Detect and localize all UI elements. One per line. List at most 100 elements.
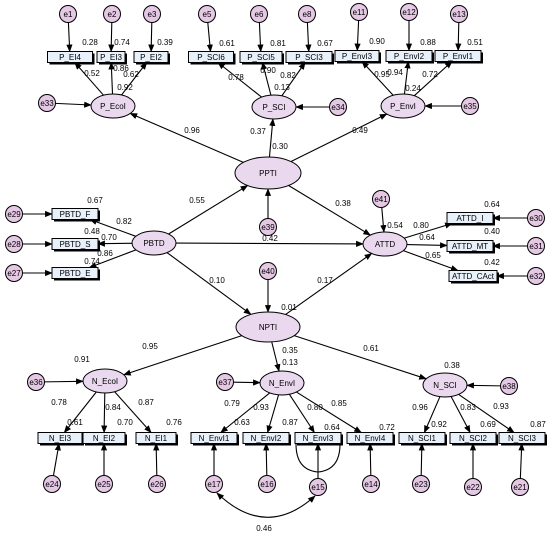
error-e2: e2 xyxy=(103,5,121,23)
path-coefficient: 0.13 xyxy=(274,83,290,92)
error-label: e40 xyxy=(261,267,275,276)
error-e31: e31 xyxy=(527,237,545,255)
path-coefficient: 0.42 xyxy=(484,258,500,267)
latent-ellipse xyxy=(362,231,408,257)
latent-label: PBTD xyxy=(143,239,165,248)
observed-pbtd-s: PBTD_S xyxy=(51,238,100,252)
observed-label: N_EI3 xyxy=(49,434,72,443)
latent-label: N_EcoI xyxy=(92,377,118,386)
path-e5-to-p_sci6 xyxy=(206,22,213,53)
path-attd-to-attd_mt xyxy=(406,242,448,249)
path-e26-to-n_ei1 xyxy=(153,442,160,476)
path-coefficient: 0.64 xyxy=(484,200,500,209)
observed-label: N_EI2 xyxy=(93,434,116,443)
observed-box xyxy=(449,432,497,444)
path-coefficient: 0.42 xyxy=(262,234,278,243)
observed-p-sci3: P_SCI3 xyxy=(285,51,334,65)
error-circle xyxy=(216,373,234,391)
path-p_sci-to-p_sci5 xyxy=(261,61,272,96)
error-circle xyxy=(372,190,390,208)
error-circle xyxy=(400,3,418,21)
latent-npti: NPTI xyxy=(235,311,301,343)
path-n_envi-to-n_envi2 xyxy=(266,394,280,434)
observed-box xyxy=(37,432,83,444)
path-coefficient: 0.86 xyxy=(97,249,113,258)
observed-attd-mt: ATTD_MT xyxy=(446,240,495,254)
error-circle xyxy=(38,94,56,112)
observed-box xyxy=(51,267,99,279)
latent-label: P_SCI xyxy=(262,103,285,112)
path-n_envi-to-n_envi3 xyxy=(288,394,315,434)
path-coefficient: 0.61 xyxy=(219,39,235,48)
path-attd-to-attd_cact xyxy=(403,250,459,272)
observed-n-envi1: N_EnvI1 xyxy=(190,432,239,446)
path-coefficient: 0.83 xyxy=(460,403,476,412)
observed-box xyxy=(190,432,238,444)
error-label: e29 xyxy=(7,210,21,219)
observed-label: PBTD_F xyxy=(60,210,91,219)
path-e8-to-p_sci3 xyxy=(305,22,312,53)
error-e24: e24 xyxy=(43,475,61,493)
error-label: e14 xyxy=(364,480,378,489)
path-coefficient: 0.72 xyxy=(422,70,438,79)
path-coefficient: 0.87 xyxy=(138,398,154,407)
path-coefficient: 0.84 xyxy=(105,403,121,412)
path-coefficient: 0.40 xyxy=(484,227,500,236)
error-circle xyxy=(198,5,216,23)
error-circle xyxy=(362,475,380,493)
path-e33-to-p_ecoi xyxy=(55,101,92,108)
error-label: e28 xyxy=(7,240,21,249)
observed-n-ei2: N_EI2 xyxy=(82,432,127,446)
path-coefficient: 0.38 xyxy=(444,361,460,370)
observed-attd-i: ATTD_I xyxy=(446,212,495,226)
observed-box xyxy=(434,50,482,62)
observed-label: N_EI1 xyxy=(145,434,168,443)
observed-n-envi4: N_EnvI4 xyxy=(346,432,395,446)
path-coefficient: 0.95 xyxy=(142,342,158,351)
observed-box xyxy=(96,51,126,63)
latent-ellipse xyxy=(259,370,305,396)
path-e41-to-attd xyxy=(380,207,387,233)
error-circle xyxy=(527,209,545,227)
path-coefficient: 0.88 xyxy=(420,38,436,47)
error-e5: e5 xyxy=(198,5,216,23)
path-npti-to-attd xyxy=(285,253,373,315)
observed-label: P_SCI5 xyxy=(247,53,275,62)
observed-box xyxy=(51,238,99,250)
error-label: e5 xyxy=(203,10,212,19)
error-circle xyxy=(527,267,545,285)
error-circle xyxy=(95,475,113,493)
error-label: e32 xyxy=(529,272,543,281)
observed-box xyxy=(385,50,433,62)
error-label: e15 xyxy=(311,483,325,492)
path-coefficient: 0.67 xyxy=(317,39,333,48)
observed-label: N_SCI1 xyxy=(408,434,437,443)
observed-attd-cact: ATTD_CAct xyxy=(448,270,499,284)
observed-label: N_SCI3 xyxy=(508,434,537,443)
observed-n-sci1: N_SCI1 xyxy=(398,432,447,446)
observed-box xyxy=(82,432,126,444)
error-label: e26 xyxy=(150,480,164,489)
observed-label: PBTD_S xyxy=(59,240,90,249)
path-e11-to-p_envi3 xyxy=(354,20,361,52)
observed-box xyxy=(294,432,342,444)
observed-p-sci6: P_SCI6 xyxy=(188,51,236,65)
error-label: e23 xyxy=(414,480,428,489)
observed-n-ei1: N_EI1 xyxy=(135,432,178,446)
path-coefficient: 0.35 xyxy=(282,346,298,355)
path-coefficient: 0.82 xyxy=(116,217,132,226)
latent-pbtd: PBTD xyxy=(131,230,177,256)
path-coefficient: 0.61 xyxy=(363,344,379,353)
error-e32: e32 xyxy=(527,267,545,285)
latent-ellipse xyxy=(422,372,468,398)
error-label: e34 xyxy=(331,103,345,112)
path-n_envi-to-n_envi4 xyxy=(296,391,362,433)
error-e11: e11 xyxy=(350,3,368,21)
error-e35: e35 xyxy=(461,97,479,115)
path-coefficient: 0.51 xyxy=(467,38,483,47)
observed-box xyxy=(448,270,498,282)
path-coefficient: 0.01 xyxy=(281,303,297,312)
path-e16-to-n_envi2 xyxy=(263,442,270,476)
observed-label: P_EI2 xyxy=(140,53,162,62)
